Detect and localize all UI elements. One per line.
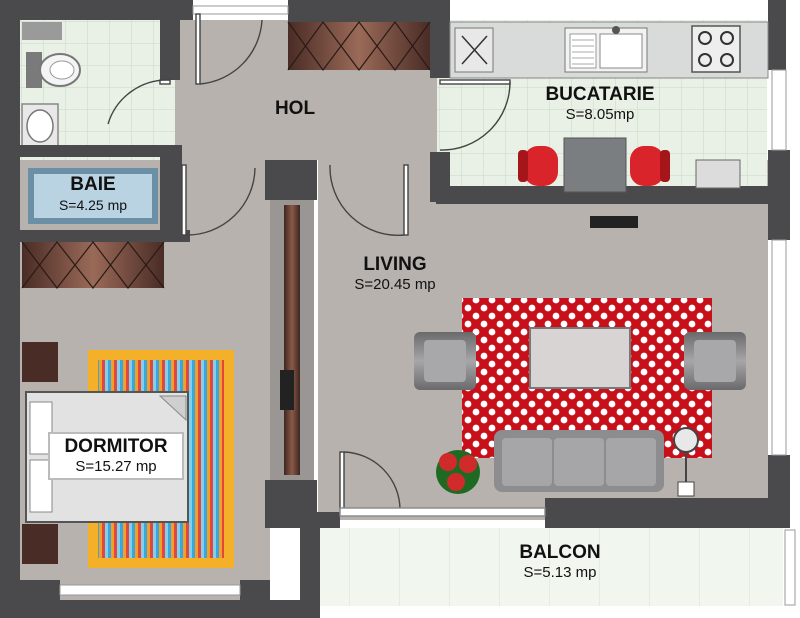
- room-name: BALCON: [519, 542, 601, 563]
- room-label-living: LIVING S=20.45 mp: [320, 254, 470, 294]
- room-name: BUCATARIE: [545, 84, 655, 105]
- stove-icon: [691, 25, 741, 73]
- armchair: [414, 332, 476, 390]
- toilet-icon: [26, 52, 81, 88]
- room-name: BAIE: [70, 174, 116, 195]
- bed-sheet-fold: [158, 395, 187, 422]
- door-bucatarie: [439, 79, 511, 151]
- plant-icon: [436, 450, 480, 494]
- window: [771, 239, 787, 456]
- kitchen-appliance: [695, 159, 741, 189]
- window: [784, 529, 796, 606]
- window: [771, 69, 787, 151]
- red-chair: [630, 146, 670, 186]
- bathtub-inner: [34, 174, 152, 218]
- door-balcon: [339, 451, 546, 517]
- dining-table: [563, 137, 627, 193]
- floor-lamp-icon: [673, 427, 699, 497]
- room-area: S=20.45 mp: [354, 276, 436, 293]
- window: [59, 584, 241, 596]
- sink-icon: [564, 26, 648, 73]
- room-label-bucatarie: BUCATARIE S=8.05mp: [520, 84, 680, 124]
- room-name: LIVING: [363, 254, 427, 275]
- room-label-balcon: BALCON S=5.13 mp: [480, 542, 640, 582]
- sink-icon: [21, 103, 59, 149]
- bedroom-wardrobe: [21, 241, 165, 289]
- tv-wall-unit: [270, 200, 314, 480]
- tv-icon: [280, 370, 294, 410]
- living-furniture: [414, 298, 746, 497]
- room-area: S=5.13 mp: [523, 564, 597, 581]
- door-dormitor: [181, 164, 256, 236]
- nightstand: [22, 342, 58, 382]
- coffee-table: [529, 327, 631, 389]
- room-label-baie: BAIE S=4.25 mp: [42, 174, 144, 214]
- sofa: [494, 430, 664, 492]
- room-area: S=8.05mp: [565, 106, 635, 123]
- tv-icon: [590, 216, 638, 228]
- room-area: S=4.25 mp: [58, 197, 128, 213]
- red-chair: [518, 146, 558, 186]
- door-baie: [107, 79, 171, 125]
- hall-strip-floor: [175, 160, 270, 240]
- bathroom-counter: [22, 22, 62, 40]
- nightstand: [22, 524, 58, 564]
- room-name: HOL: [274, 98, 316, 119]
- room-label-hol: HOL: [255, 98, 335, 120]
- pillow: [29, 401, 53, 455]
- room-name: DORMITOR: [64, 436, 168, 457]
- door-living: [329, 164, 409, 236]
- window: [192, 5, 289, 15]
- baie-fixtures: [21, 22, 158, 224]
- doors: [107, 13, 546, 517]
- room-label-dormitor: DORMITOR S=15.27 mp: [48, 432, 184, 480]
- room-area: S=15.27 mp: [75, 458, 157, 475]
- armchair: [684, 332, 746, 390]
- windows: [59, 5, 796, 606]
- kitchen-furniture: [449, 21, 769, 228]
- pillow: [29, 459, 53, 513]
- hol-wardrobe: [287, 20, 431, 72]
- stove-icon: [454, 27, 494, 73]
- door-entrance: [195, 13, 263, 85]
- balcon-floor: [318, 528, 783, 606]
